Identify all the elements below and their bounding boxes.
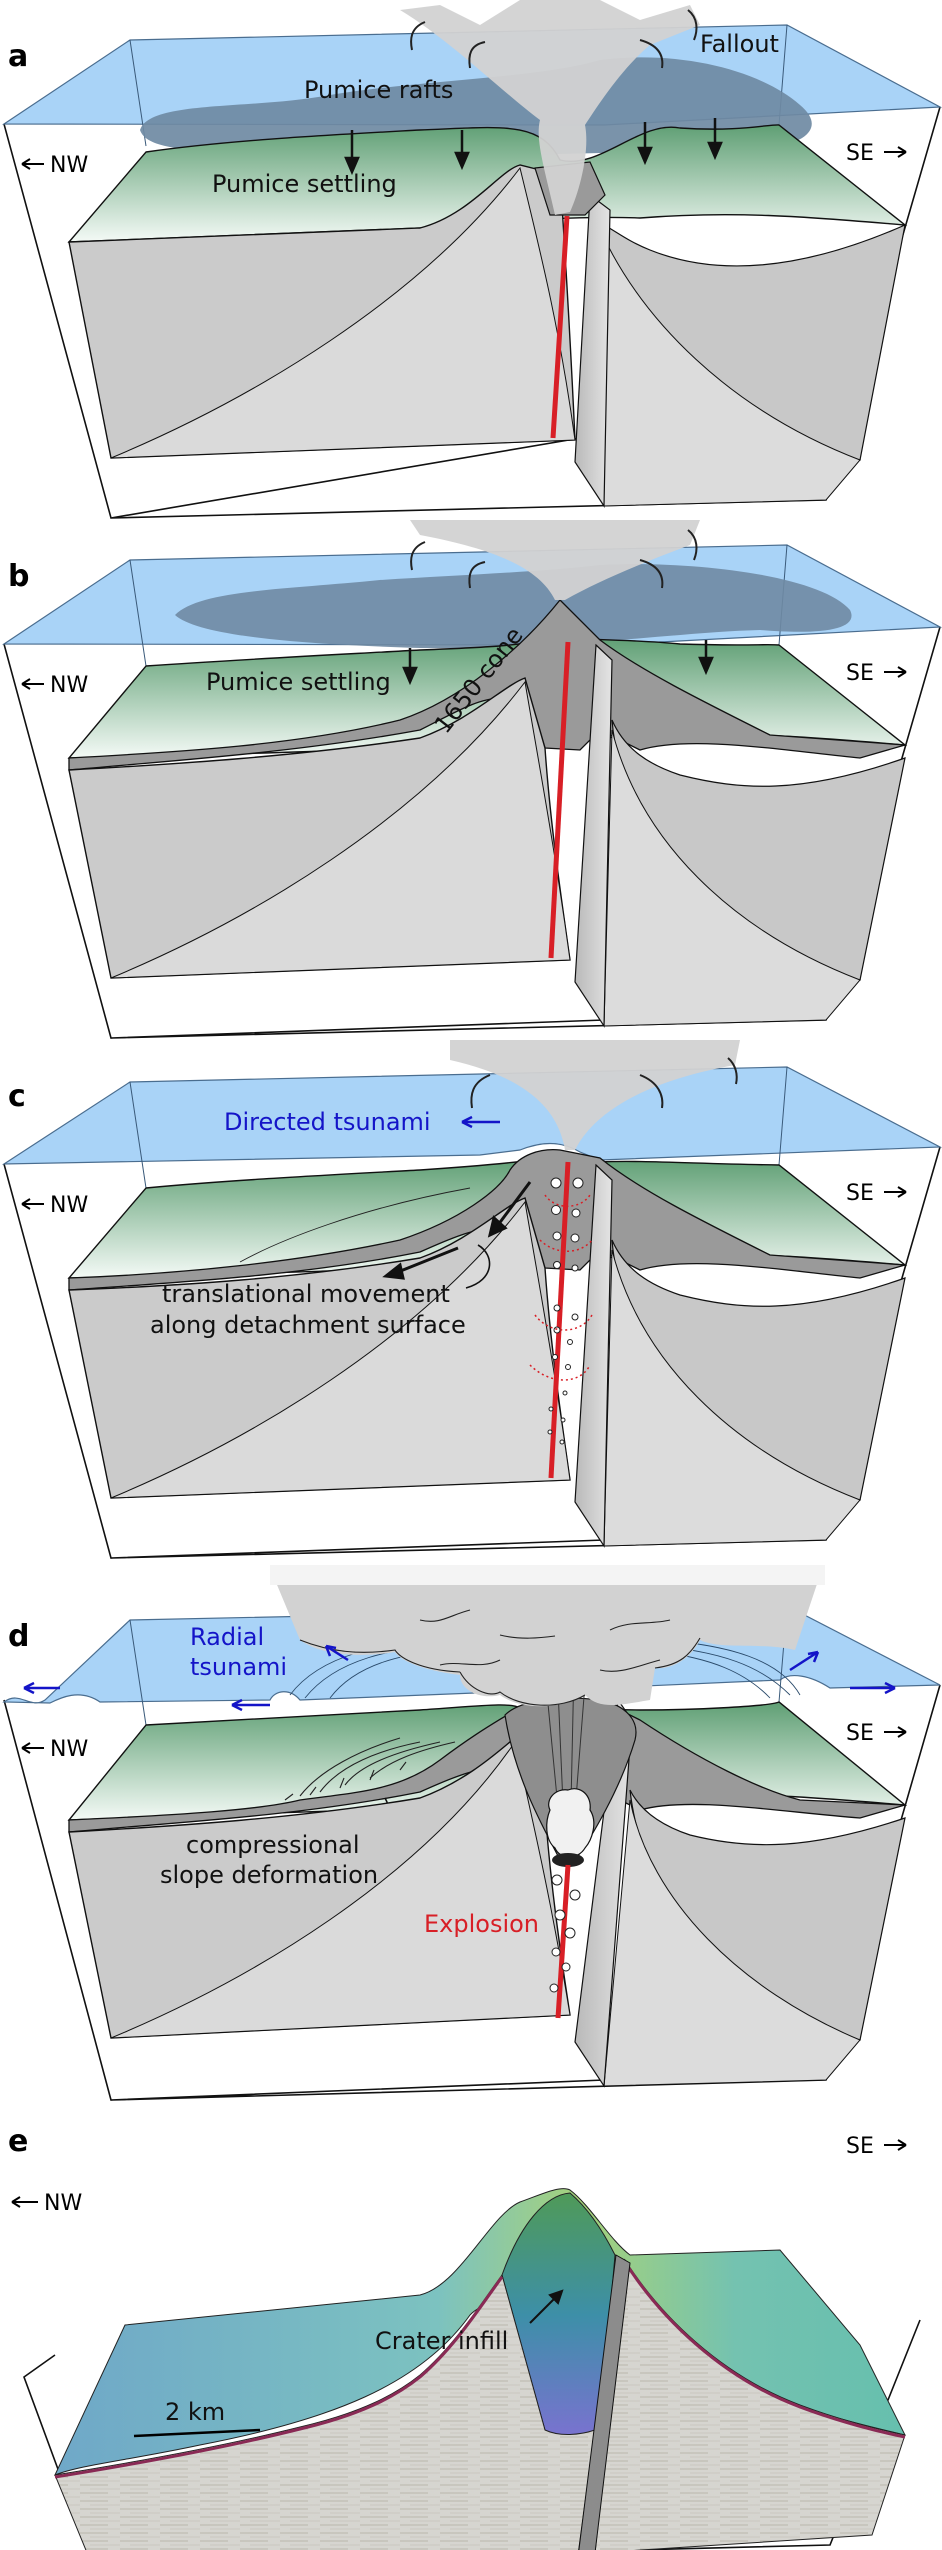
direction-nw-label: NW — [44, 2191, 82, 2216]
ash-cloud — [275, 1570, 820, 1707]
explosion-core — [552, 1853, 584, 1867]
pumice-settling-label: Pumice settling — [206, 668, 391, 696]
compression-ridges — [284, 1737, 456, 1801]
direction-se: SE — [846, 1721, 907, 1746]
direction-se: SE — [846, 661, 907, 686]
arrow-left-icon — [21, 158, 44, 170]
detachment-pointer — [465, 1244, 491, 1289]
arrow-right-icon — [884, 1726, 907, 1738]
deformation-label-line1: compressional — [186, 1831, 360, 1859]
direction-nw: NW — [21, 153, 88, 178]
pumice-settling-label: Pumice settling — [212, 170, 397, 198]
direction-nw: NW — [21, 673, 88, 698]
fallout-arrows — [410, 529, 698, 589]
eruption-plume — [400, 0, 700, 215]
direction-se-label: SE — [846, 1721, 874, 1746]
pumice-raft — [175, 564, 852, 649]
cliff-face — [574, 1163, 613, 1548]
panel-label: d — [8, 1619, 29, 1654]
panel-a: a NW SE Pumice rafts Fallout Pumice sett… — [2, 0, 942, 519]
radial-tsunami-label-line2: tsunami — [190, 1653, 287, 1681]
direction-nw-label: NW — [50, 1737, 88, 1762]
direction-nw: NW — [21, 1737, 88, 1762]
radial-tsunami-label-line1: Radial — [190, 1623, 264, 1651]
crust-inner-light — [110, 1740, 571, 2039]
explosion-cloud — [546, 1788, 595, 1858]
panel-b: b NW SE Pumice settling 1650 cone — [2, 520, 942, 1039]
eruption-plume — [410, 520, 700, 600]
crust-right-light — [603, 1249, 861, 1547]
magma-conduit — [550, 215, 570, 439]
panel-c: c NW SE Directed tsunami translational m… — [1, 1040, 942, 1559]
crater-infill-pointer — [529, 2289, 564, 2324]
slide-mass — [68, 1149, 906, 1291]
direction-se: SE — [846, 141, 907, 166]
direction-se-label: SE — [846, 2134, 874, 2159]
arrow-right-icon — [884, 146, 907, 158]
pressure-waves — [529, 1194, 593, 1381]
arrow-right-icon — [884, 666, 907, 678]
arrow-left-icon — [21, 1742, 44, 1754]
arrow-left-icon — [21, 1198, 44, 1210]
direction-nw-label: NW — [50, 673, 88, 698]
slide-arrows — [382, 1181, 532, 1280]
scale-bar-line — [133, 2428, 261, 2438]
magma-conduit — [548, 1161, 571, 1479]
cliff-face — [574, 193, 611, 508]
magma-conduit — [555, 1864, 571, 2019]
panel-e: e NW SE Crater infill 2 km — [8, 2124, 921, 2550]
settling-arrows — [344, 118, 723, 176]
cone-1650 — [68, 599, 906, 771]
crust-right-light — [597, 224, 861, 507]
gas-bubbles — [549, 1874, 581, 1993]
panel-label: e — [8, 2124, 28, 2159]
movement-label-line1: translational movement — [162, 1280, 450, 1308]
gas-bubbles — [547, 1177, 584, 1445]
radial-tsunami-arrows — [23, 1644, 896, 1712]
seafloor-reflector — [54, 2261, 906, 2479]
direction-se: SE — [846, 1181, 907, 1206]
fallout-arrows — [410, 9, 698, 69]
ash-cloud-top — [270, 1565, 825, 1585]
direction-se-label: SE — [846, 661, 874, 686]
tsunami-arrow — [461, 1115, 500, 1129]
fallout-arrows — [470, 1057, 738, 1109]
panel-d: d NW SE Radial tsunami compressional slo… — [2, 1565, 941, 2101]
cliff-face — [578, 2254, 631, 2550]
cliff-face — [574, 643, 613, 1028]
direction-se-label: SE — [846, 141, 874, 166]
fallout-label: Fallout — [700, 30, 779, 58]
panel-label: a — [8, 39, 28, 74]
water-layer — [1, 1066, 942, 1165]
pumice-rafts-label: Pumice rafts — [304, 76, 453, 104]
crater-infill-label: Crater infill — [375, 2327, 508, 2355]
slide-scar — [239, 1187, 471, 1263]
explosion-label: Explosion — [424, 1910, 539, 1938]
settling-arrows — [402, 640, 714, 686]
ash-cloud-outlines — [299, 1609, 701, 1706]
arrow-left-icon — [11, 2196, 38, 2208]
direction-nw-label: NW — [50, 1193, 88, 1218]
panel-label: c — [8, 1079, 26, 1114]
direction-se: SE — [846, 2134, 907, 2159]
direction-nw: NW — [21, 1193, 88, 1218]
water-back-edge — [129, 1066, 788, 1189]
scale-bar-label: 2 km — [165, 2398, 225, 2426]
arrow-right-icon — [884, 1186, 907, 1198]
direction-se-label: SE — [846, 1181, 874, 1206]
scale-bar: 2 km — [133, 2398, 261, 2438]
deformation-label-line2: slope deformation — [160, 1861, 378, 1889]
eruption-plume — [450, 1040, 740, 1150]
direction-nw: NW — [11, 2191, 82, 2216]
arrow-right-icon — [884, 2139, 907, 2151]
directed-tsunami-label: Directed tsunami — [224, 1108, 431, 1136]
arrow-left-icon — [21, 678, 44, 690]
crust-right-light — [603, 1799, 861, 2087]
panel-label: b — [8, 559, 29, 594]
magma-conduit — [548, 641, 571, 959]
crust-right-light — [603, 729, 861, 1027]
seismic-section-left — [54, 2273, 596, 2550]
direction-nw-label: NW — [50, 153, 88, 178]
movement-label-line2: along detachment surface — [150, 1311, 466, 1339]
